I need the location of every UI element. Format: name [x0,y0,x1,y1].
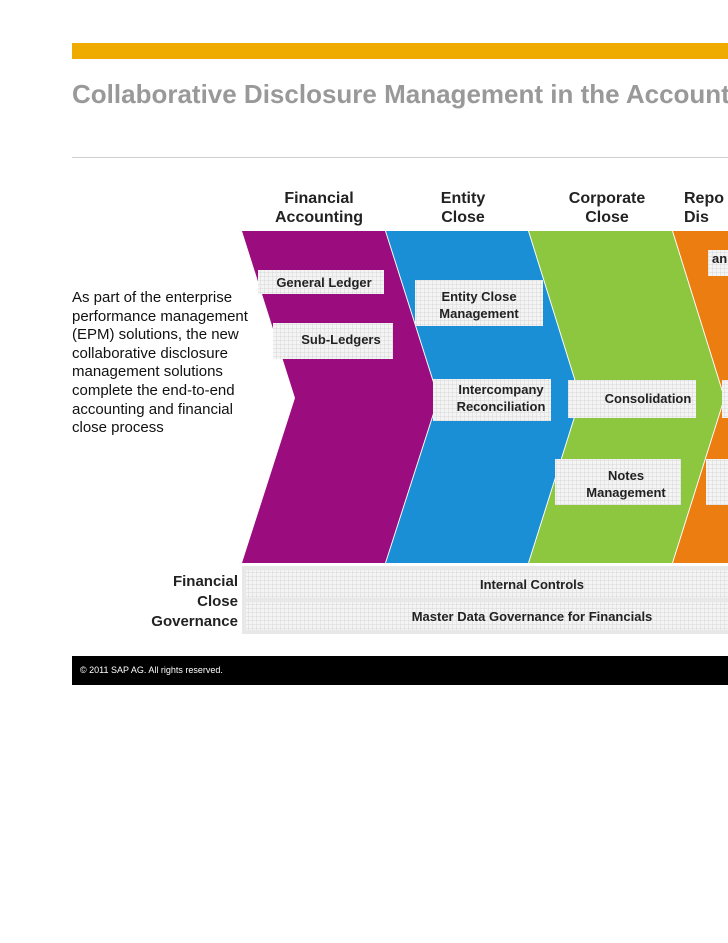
intercompany-reconciliation-label: Intercompany Reconciliation [456,382,546,414]
notes-management-label: Notes Management [586,468,666,500]
brand-bar [72,43,728,59]
orange-partial-box-3 [706,459,728,505]
column-header-financial-accounting: Financial Accounting [275,190,363,226]
title-divider [72,157,728,158]
column-header-reporting-disclosure: Repo Dis [684,190,724,226]
consolidation-box [568,380,696,418]
sub-ledgers-label: Sub-Ledgers [301,332,381,347]
intro-text: As part of the enterprise performance ma… [72,289,248,437]
footer-bar [72,656,728,685]
column-header-entity-close: Entity Close [440,190,486,226]
sub-ledgers-box [273,323,393,359]
notes-management-box [555,459,681,505]
internal-controls-bar [246,570,728,598]
orange-partial-box-2 [722,380,728,418]
column-header-corporate-close: Corporate Close [568,190,646,226]
chevron-financial-accounting [242,231,438,563]
general-ledger-label: General Ledger [276,275,372,290]
intercompany-reconciliation-box [433,379,551,421]
general-ledger-box [258,270,384,294]
orange-partial-label: an [712,251,728,266]
internal-controls-label: Internal Controls [479,577,584,592]
master-data-bar [246,602,728,630]
consolidation-label: Consolidation [604,391,692,406]
slide-title: Collaborative Disclosure Management in t… [72,79,728,109]
copyright-text: © 2011 SAP AG. All rights reserved. [80,665,223,675]
master-data-governance-label: Master Data Governance for Financials [411,609,653,624]
orange-partial-box-1 [708,250,728,276]
entity-close-management-label: Entity Close Management [439,289,519,321]
financial-close-governance-label: Financial Close Governance [151,573,238,630]
entity-close-management-box [415,280,543,326]
